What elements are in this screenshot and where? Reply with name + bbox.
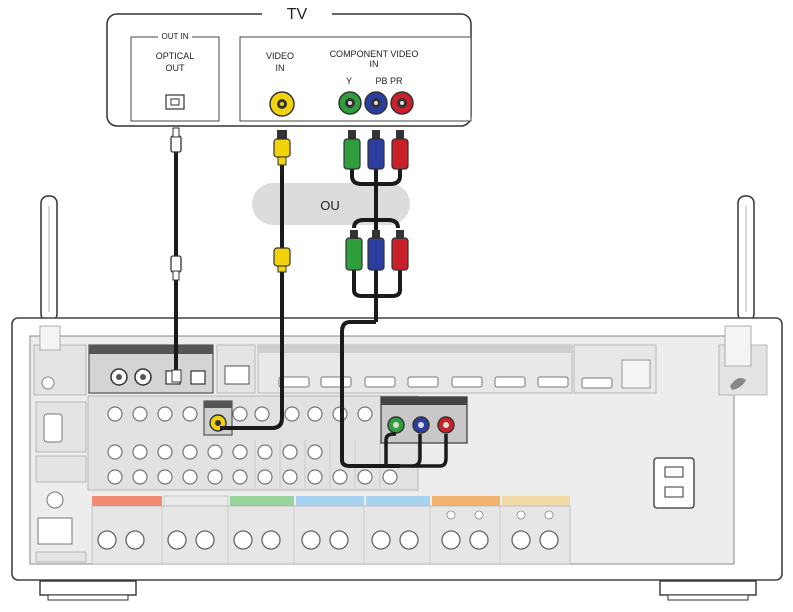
tv-panel: TV OUT IN OPTICAL OUT VIDEO IN COMPONENT… xyxy=(106,6,472,127)
component-cable-upper xyxy=(343,130,409,236)
pb-pr-label: PB PR xyxy=(375,76,403,86)
optical-out-label-2: OUT xyxy=(166,63,186,73)
composite-video-cable xyxy=(220,130,291,430)
component-cable-lower xyxy=(340,218,448,468)
video-in-label-2: IN xyxy=(276,63,285,73)
tv-component-y-jack[interactable] xyxy=(338,91,362,115)
component-video-label-1: COMPONENT VIDEO xyxy=(330,49,419,59)
receiver-speaker-terminals xyxy=(91,495,571,565)
optical-cable xyxy=(170,127,182,383)
right-antenna xyxy=(737,195,755,322)
tv-optical-out-port[interactable] xyxy=(165,94,185,110)
ou-separator: OU xyxy=(252,183,410,225)
receiver-digital-audio-in xyxy=(88,344,214,394)
receiver-ac-inlet xyxy=(653,457,695,509)
y-label: Y xyxy=(346,76,352,86)
tv-title: TV xyxy=(287,6,308,23)
receiver-component-in xyxy=(380,396,468,444)
tv-component-pb-jack[interactable] xyxy=(364,91,388,115)
out-in-label: OUT IN xyxy=(162,32,189,41)
optical-out-label-1: OPTICAL xyxy=(156,51,195,61)
video-in-label-1: VIDEO xyxy=(266,51,294,61)
receiver-feet xyxy=(39,580,757,601)
av-receiver xyxy=(11,317,783,581)
receiver-hdmi-inputs xyxy=(257,344,573,394)
component-video-label-2: IN xyxy=(370,59,379,69)
tv-component-pr-jack[interactable] xyxy=(390,91,414,115)
ou-label: OU xyxy=(320,198,340,213)
tv-video-in-jack[interactable] xyxy=(269,91,295,117)
left-antenna xyxy=(40,195,58,322)
